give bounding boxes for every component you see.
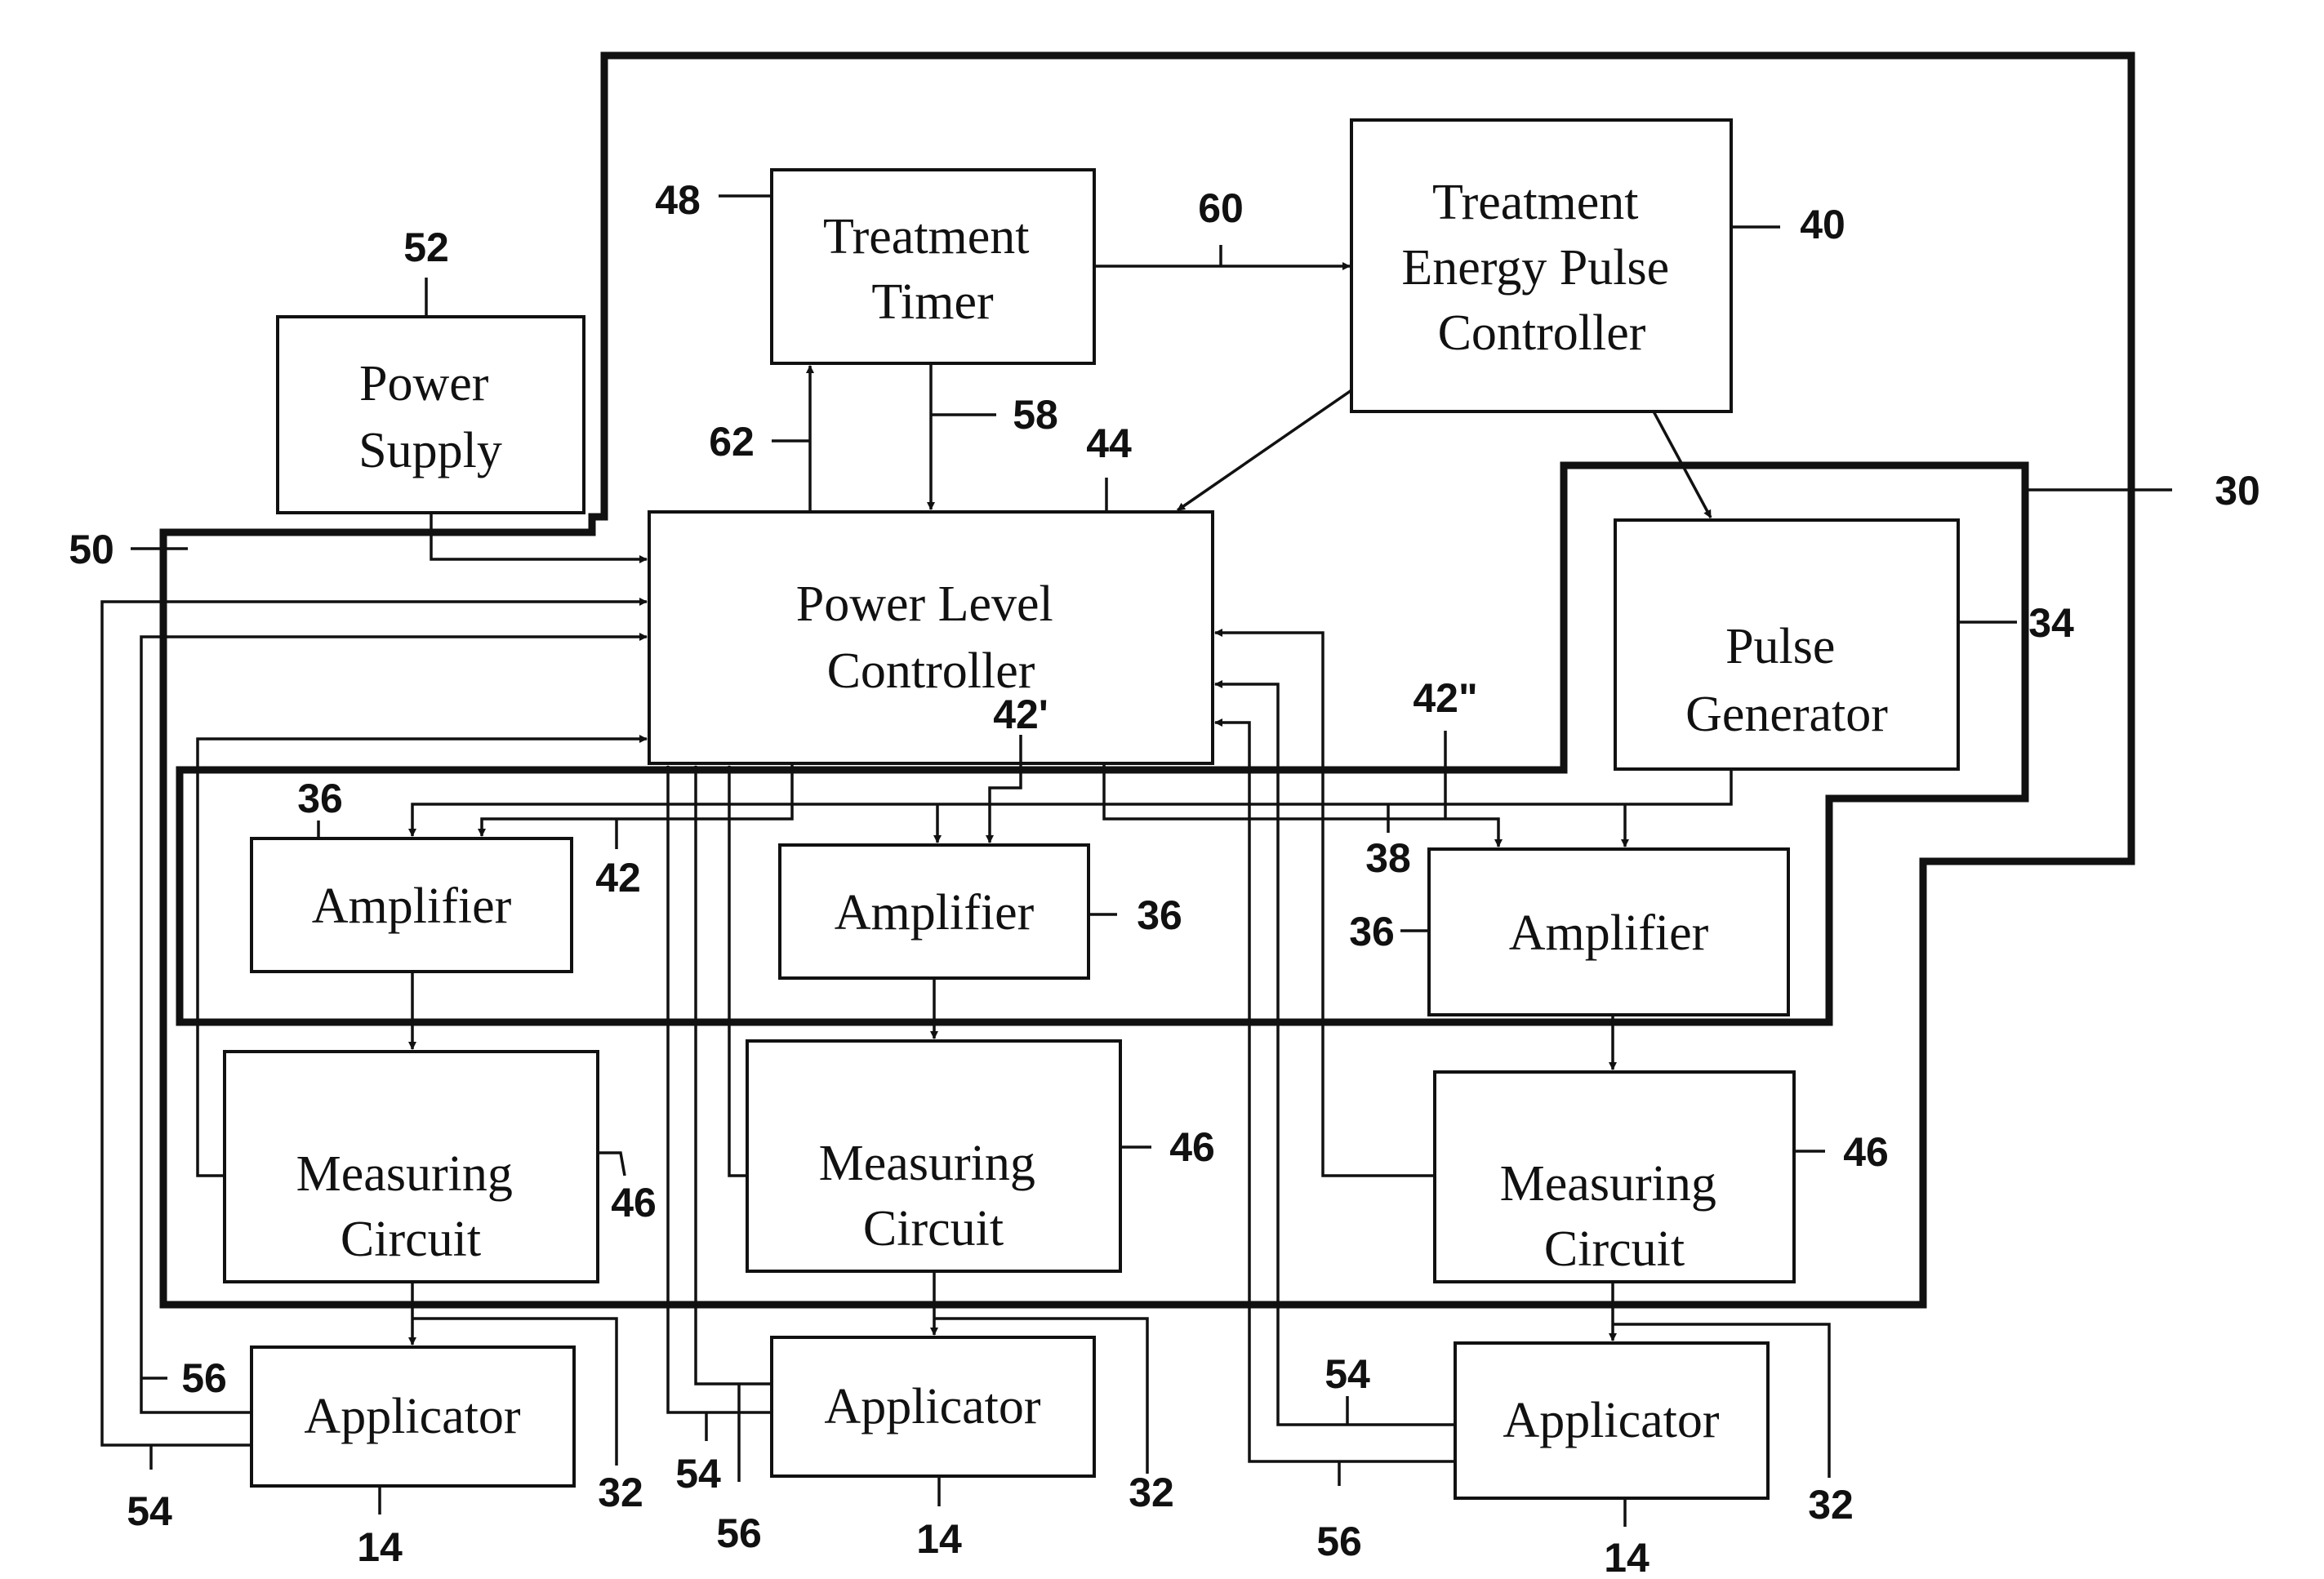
- pulse-generator-label-line1: Pulse: [1725, 619, 1835, 674]
- measuring-circuit-left-line1: Measuring: [296, 1146, 513, 1202]
- ref-34: 34: [2028, 600, 2074, 646]
- power-level-controller-label-line1: Power Level: [796, 576, 1053, 632]
- ref-58: 58: [1013, 392, 1058, 438]
- ref-38: 38: [1365, 835, 1411, 881]
- controller-to-left-amplifier-line: [482, 763, 792, 836]
- ref-30: 30: [2215, 468, 2260, 514]
- pulse-controller-to-power-controller-arrow: [1178, 390, 1351, 510]
- pulse-controller-label-line1: Treatment: [1432, 175, 1639, 230]
- applicator-label-right: Applicator: [1503, 1393, 1719, 1448]
- treatment-timer-label-line1: Treatment: [823, 209, 1030, 265]
- ref-42p: 42': [993, 692, 1048, 737]
- ref-36-middle: 36: [1137, 892, 1182, 938]
- ref-44: 44: [1086, 420, 1132, 466]
- ref-48: 48: [655, 177, 701, 223]
- power-level-controller-label-line2: Controller: [827, 643, 1035, 699]
- ref-14-right: 14: [1604, 1535, 1650, 1579]
- measuring-circuit-middle-line2: Circuit: [863, 1201, 1004, 1257]
- pulse-controller-label-line2: Energy Pulse: [1401, 240, 1669, 296]
- ref-46-middle: 46: [1169, 1124, 1215, 1170]
- pulse-generator-label-line2: Generator: [1685, 687, 1888, 742]
- ref-32-left: 32: [598, 1470, 643, 1515]
- treatment-timer-box: [772, 170, 1094, 363]
- treatment-timer-label-line2: Timer: [871, 274, 994, 330]
- amplifier-label-right: Amplifier: [1509, 905, 1709, 961]
- ref-42pp: 42": [1413, 675, 1477, 721]
- feedback-line-54-right: [1215, 684, 1455, 1425]
- ref-52: 52: [403, 225, 449, 270]
- ref-14-left: 14: [357, 1524, 403, 1570]
- power-level-controller-box: [649, 512, 1213, 763]
- ref-54-left: 54: [127, 1488, 172, 1534]
- amplifier-label-middle: Amplifier: [835, 885, 1035, 941]
- measuring-circuit-right-line2: Circuit: [1544, 1221, 1685, 1277]
- pulse-controller-label: Treatment Energy Pulse Controller: [1401, 175, 1681, 361]
- measuring-circuit-middle-line1: Measuring: [819, 1136, 1035, 1191]
- ref-46-right: 46: [1843, 1129, 1889, 1175]
- ref-56-left: 56: [181, 1355, 227, 1401]
- ref-32-right: 32: [1808, 1482, 1854, 1528]
- amplifier-label-left: Amplifier: [312, 878, 512, 934]
- ref-62: 62: [709, 419, 755, 465]
- leader-46-left: [598, 1153, 625, 1176]
- power-supply-box: [278, 317, 584, 513]
- ref-32-middle: 32: [1129, 1470, 1174, 1515]
- pulse-controller-label-line3: Controller: [1438, 305, 1646, 361]
- power-supply-label-line1: Power: [359, 356, 489, 411]
- ref-54-right: 54: [1325, 1351, 1370, 1397]
- ref-56-middle: 56: [716, 1510, 762, 1556]
- applicator-label-middle: Applicator: [824, 1379, 1040, 1434]
- ref-56-right: 56: [1316, 1519, 1362, 1564]
- ref-36-right: 36: [1349, 909, 1395, 954]
- ref-14-middle: 14: [916, 1516, 962, 1562]
- ref-54-middle: 54: [675, 1451, 721, 1497]
- ref-50: 50: [69, 527, 114, 572]
- ref-60: 60: [1198, 185, 1244, 231]
- applicator-label-left: Applicator: [304, 1389, 520, 1444]
- ref-36-left: 36: [297, 776, 343, 821]
- middle-measuring-feedback-line: [729, 766, 747, 1176]
- ref-46-left: 46: [611, 1180, 657, 1225]
- measuring-circuit-left-line2: Circuit: [341, 1212, 481, 1267]
- power-supply-label-line2: Supply: [358, 423, 502, 478]
- ref-40: 40: [1800, 202, 1845, 247]
- measuring-circuit-right-line1: Measuring: [1500, 1156, 1716, 1212]
- ref-42: 42: [595, 855, 641, 901]
- pulse-bus-to-left-amplifier-line: [412, 769, 1731, 836]
